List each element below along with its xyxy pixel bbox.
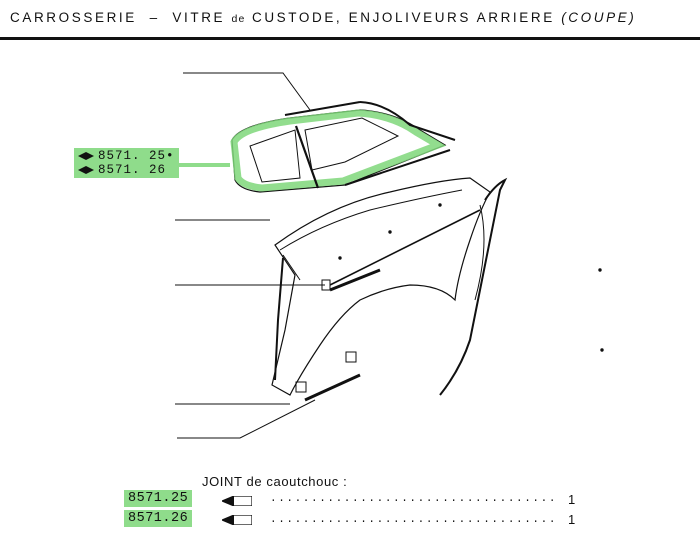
window-seal: [230, 109, 447, 192]
body-panel-outline: [271, 177, 491, 396]
clip-1: [321, 279, 331, 291]
title-main: CARROSSERIE: [10, 10, 137, 25]
part-ref: 8571.25: [124, 490, 193, 507]
part-qty: 1: [568, 492, 576, 507]
title-dash: –: [149, 10, 160, 25]
part-qty: 1: [568, 512, 576, 527]
fastener-dot: [388, 230, 392, 234]
window-top-moulding: [284, 101, 361, 116]
body-panel-inner: [279, 189, 463, 251]
window-glass-rear: [304, 117, 400, 171]
leader-line-5: [177, 399, 316, 439]
fastener-dot: [598, 268, 602, 272]
window-sill: [344, 149, 451, 186]
fastener-dot: [338, 256, 342, 260]
side-molding-lower: [304, 373, 361, 402]
side-molding-upper: [329, 268, 381, 292]
callout-ref: 8571. 26: [98, 163, 167, 177]
fastener-dot: [438, 203, 442, 207]
title-sub-de: de: [231, 13, 246, 25]
right-arrow-icon: [78, 166, 94, 174]
header-rule: [0, 37, 700, 40]
body-panel-edge: [274, 257, 284, 381]
window-glass: [249, 129, 301, 183]
body-panel-crease: [329, 209, 481, 286]
parts-heading: JOINT de caoutchouc :: [202, 474, 348, 489]
callout-ref: 8571. 25: [98, 149, 167, 163]
callout-row: 8571. 26: [78, 163, 175, 177]
leader-line-1: [183, 72, 311, 111]
clip-2: [345, 351, 357, 363]
left-arrow-icon: [78, 152, 94, 160]
title-paren: (COUPE): [561, 10, 637, 25]
clip-3: [295, 381, 307, 393]
rear-trim-strip-inner: [474, 204, 485, 301]
part-dots: ...................................: [270, 514, 558, 526]
page-header: CARROSSERIE – VITRE de CUSTODE, ENJOLIVE…: [0, 0, 700, 40]
body-panel-flange: [282, 254, 301, 281]
callout-box: 8571. 25 • 8571. 26: [74, 148, 179, 178]
callout-row: 8571. 25 •: [78, 149, 175, 163]
title-sub-2: CUSTODE, ENJOLIVEURS ARRIERE: [251, 10, 555, 25]
callout-mark: •: [166, 149, 175, 163]
part-ref: 8571.26: [124, 510, 193, 527]
window-pillar: [294, 125, 320, 189]
right-part-symbol-icon: [222, 515, 252, 525]
page-title: CARROSSERIE – VITRE de CUSTODE, ENJOLIVE…: [10, 10, 636, 25]
fastener-dot: [600, 348, 604, 352]
window-top-curve: [359, 101, 456, 141]
part-dots: ...................................: [270, 493, 558, 505]
left-part-symbol-icon: [222, 496, 252, 506]
title-sub-1: VITRE: [172, 10, 226, 25]
rear-trim-strip: [439, 177, 508, 396]
body-diagram: [168, 72, 604, 439]
